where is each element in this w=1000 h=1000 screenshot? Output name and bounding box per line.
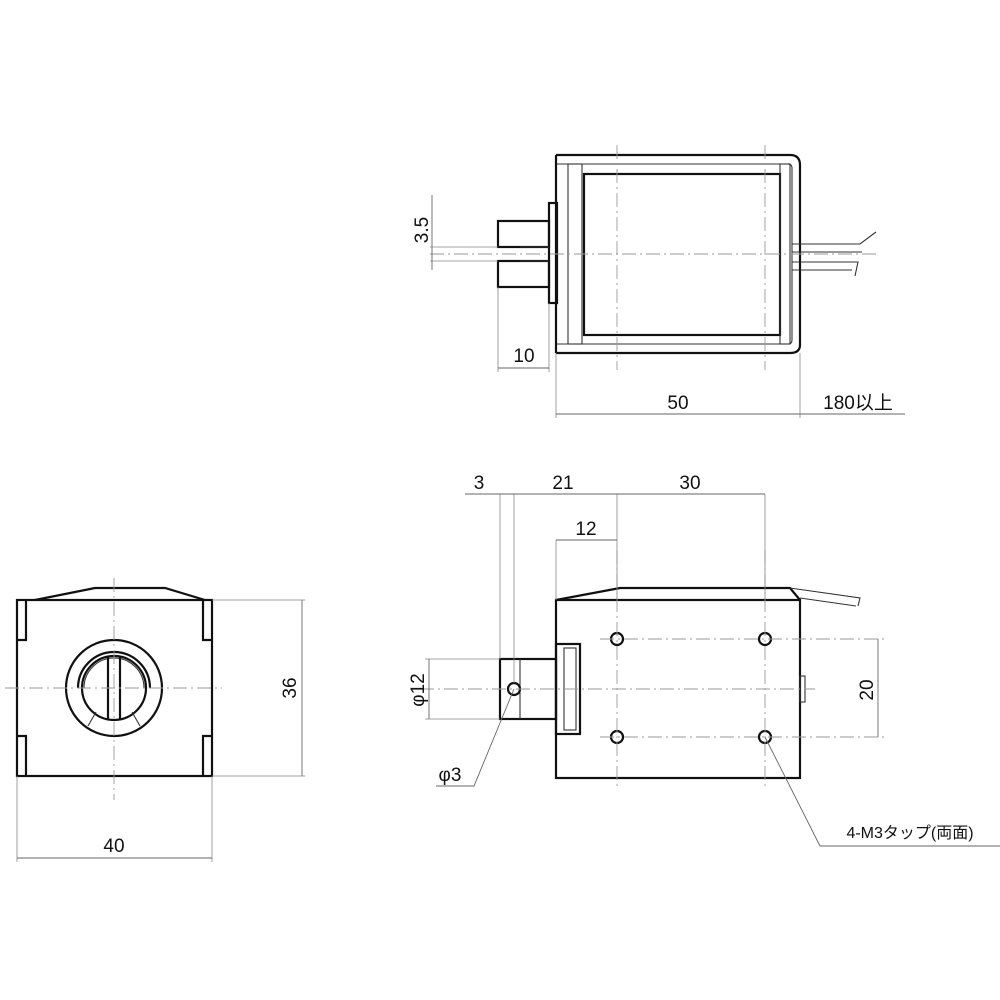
- dim-plunger-to-tap: 21: [552, 473, 573, 494]
- dim-plunger-tip: 3: [474, 473, 485, 494]
- dim-stroke: 12: [575, 519, 596, 540]
- dim-width: 40: [103, 836, 124, 857]
- top-lead-wires: [792, 231, 877, 277]
- dim-tap-pitch-y: 20: [857, 679, 878, 700]
- top-frame-outer: [556, 153, 802, 355]
- shape-7: [87, 711, 141, 727]
- top-coil: [582, 172, 782, 337]
- top-plunger-flange: [547, 201, 559, 305]
- note-taps: 4-M3タップ(両面): [846, 824, 973, 842]
- front-view: 36 40: [5, 578, 305, 862]
- side-view: 3 21 30 12 φ12 φ3 20 4-M3タップ(両面): [408, 473, 1000, 847]
- top-plunger-pin-lower: [496, 259, 551, 289]
- dim-plunger-dia: φ12: [408, 673, 429, 706]
- shape-10: [764, 736, 1000, 847]
- dim-hole-dia: φ3: [439, 765, 462, 786]
- dim-lead-length: 180以上: [823, 392, 893, 414]
- shape: [17, 600, 28, 642]
- dim-pin-gap: 3.5: [412, 217, 433, 243]
- dim-height: 36: [280, 677, 301, 698]
- shape-2: [201, 600, 212, 642]
- front-frame-top: [34, 586, 206, 602]
- dim-plunger-length: 10: [513, 346, 534, 367]
- dim-body-length: 50: [667, 393, 688, 414]
- shape-3: [17, 734, 28, 776]
- shape-4: [201, 734, 212, 776]
- shape-8: [555, 586, 801, 602]
- top-plunger-pin-upper: [496, 219, 551, 249]
- side-lead-wires: [789, 587, 861, 607]
- dim-tap-pitch-x: 30: [679, 473, 700, 494]
- top-view: 3.5 10 50 180以上: [412, 145, 905, 418]
- shape-9: [436, 688, 515, 787]
